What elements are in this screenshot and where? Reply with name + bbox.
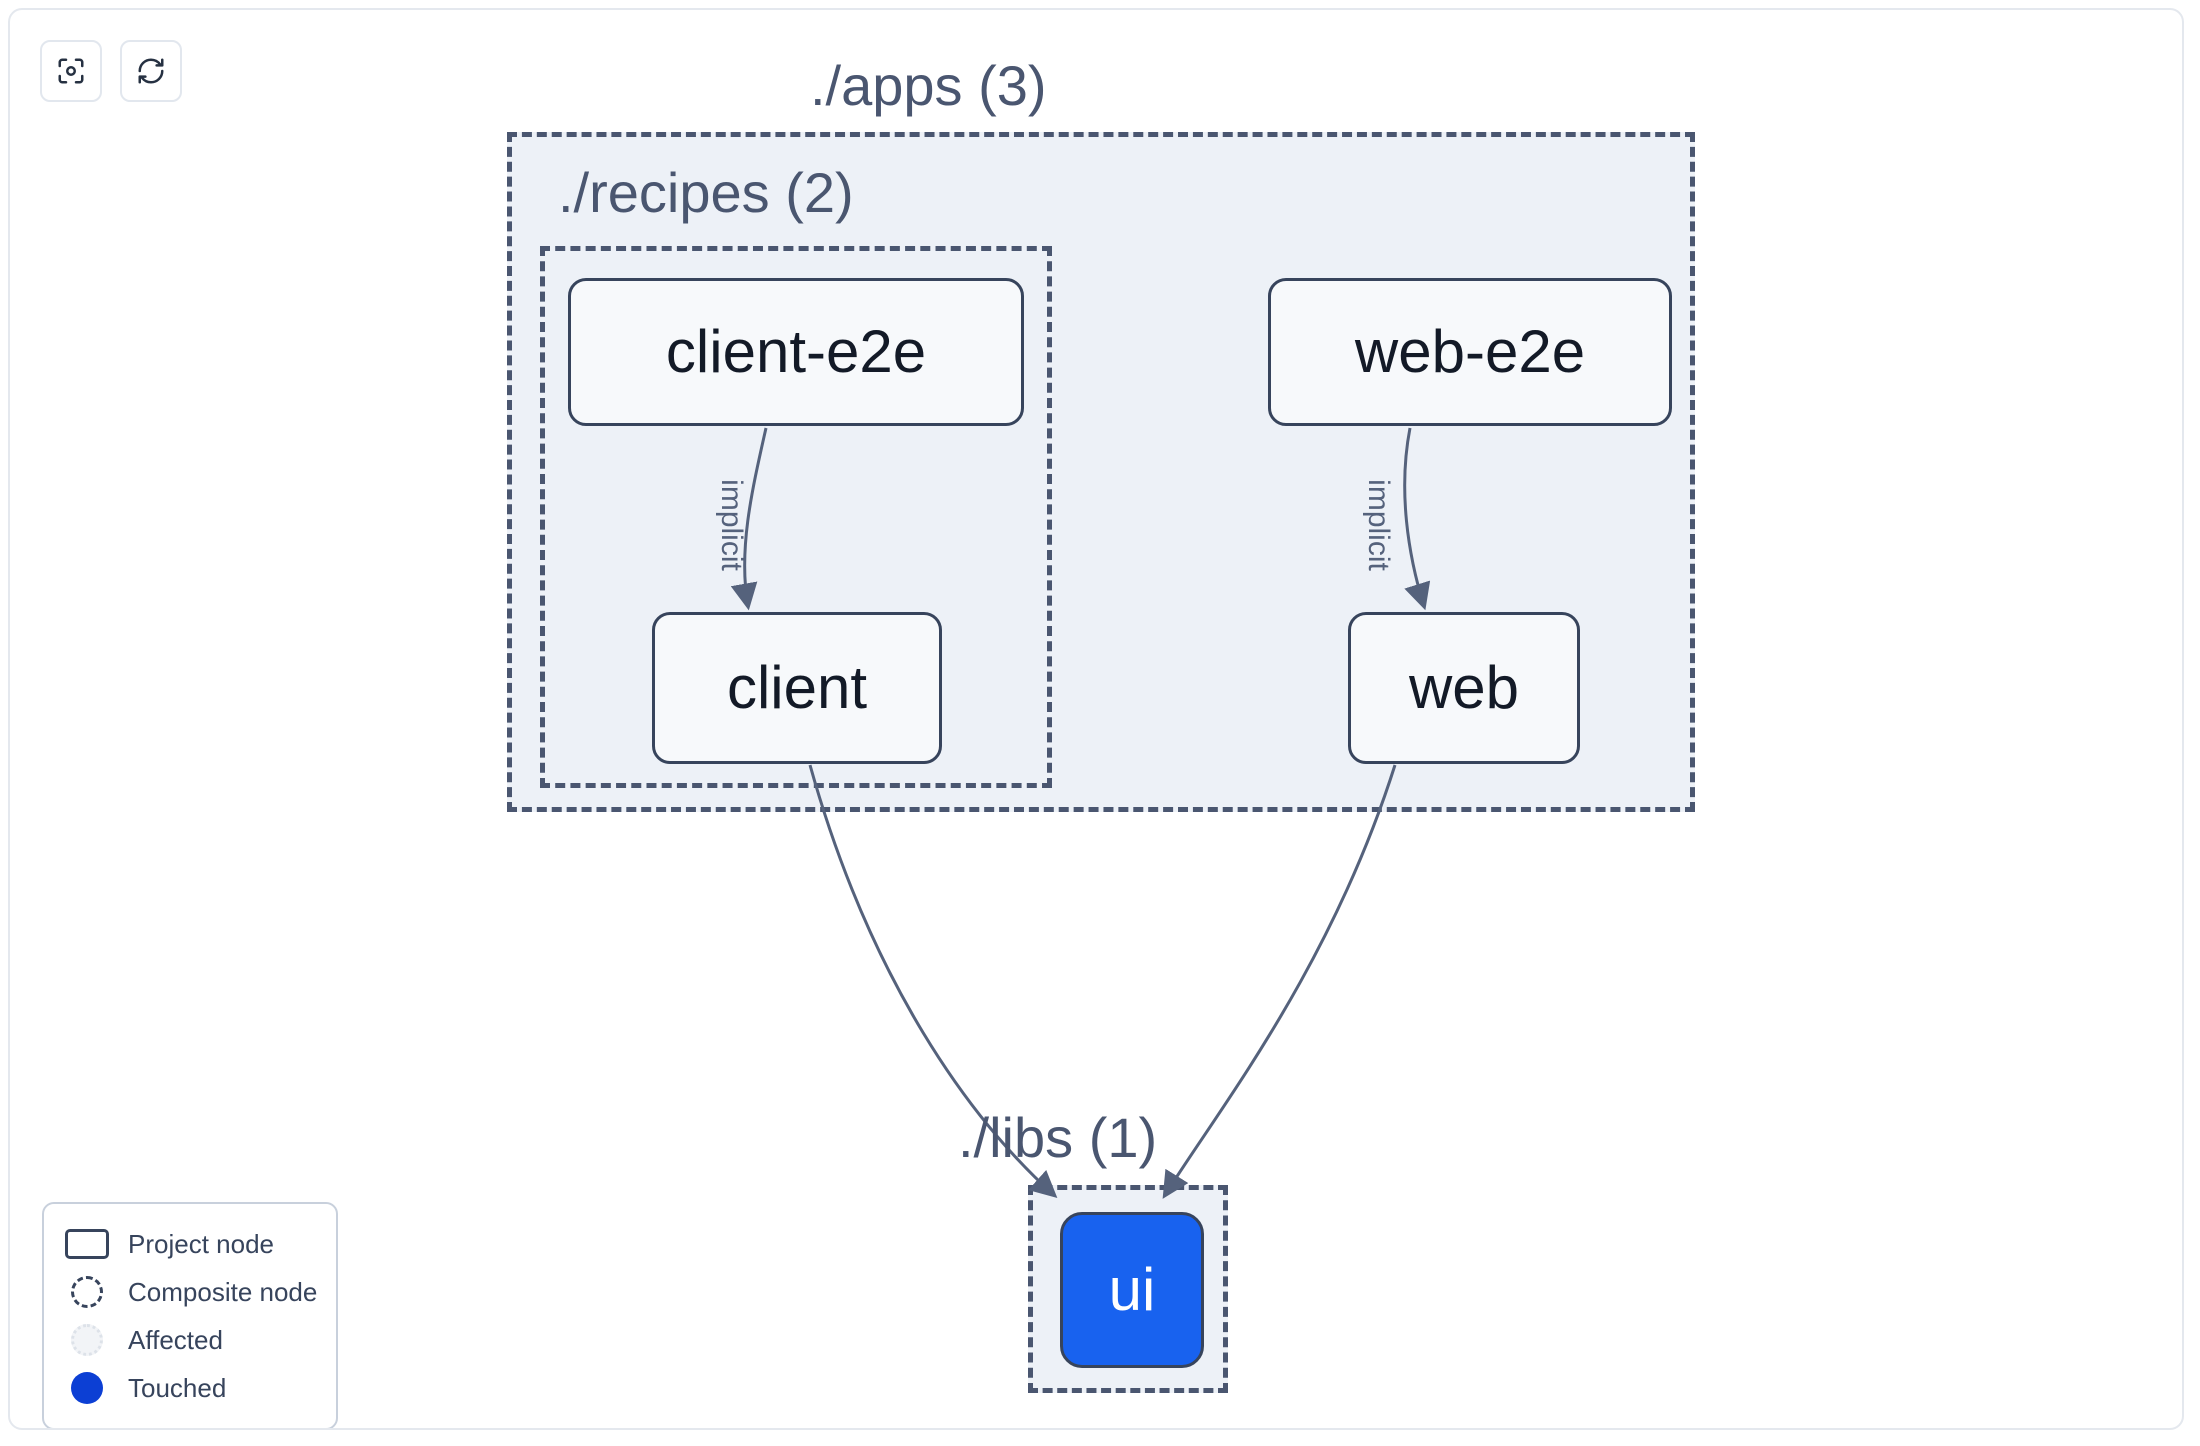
edge-web-to-ui (1162, 764, 1397, 1199)
edge-label-client-e2e-client: implicit (714, 479, 748, 571)
focus-graph-button[interactable] (40, 40, 102, 102)
graph-canvas[interactable]: ./apps (3) ./recipes (2) ./libs (1) clie… (8, 8, 2184, 1430)
legend-label-composite-node: Composite node (128, 1277, 318, 1307)
edge-label-web-e2e-web: implicit (1361, 479, 1395, 571)
project-node-client[interactable]: client (652, 612, 942, 764)
group-label-recipes: ./recipes (2) (558, 161, 854, 224)
focus-target-icon (56, 56, 86, 86)
touched-glyph (64, 1371, 110, 1405)
legend-label-touched: Touched (128, 1373, 227, 1403)
legend-label-affected: Affected (128, 1325, 223, 1355)
project-node-client-e2e[interactable]: client-e2e (568, 278, 1024, 426)
project-node-web-e2e[interactable]: web-e2e (1268, 278, 1672, 426)
project-node-ui[interactable]: ui (1060, 1212, 1204, 1368)
affected-glyph (64, 1323, 110, 1357)
group-label-libs: ./libs (1) (958, 1106, 1158, 1169)
composite-node-glyph (64, 1275, 110, 1309)
legend-item-composite-node: Composite node (64, 1268, 318, 1316)
graph-legend: Project node Composite node Affected Tou… (42, 1202, 338, 1428)
project-node-web[interactable]: web (1348, 612, 1580, 764)
graph-toolbar (40, 40, 182, 102)
legend-item-affected: Affected (64, 1316, 316, 1364)
legend-label-project-node: Project node (128, 1229, 274, 1259)
legend-item-touched: Touched (64, 1364, 316, 1412)
project-node-glyph (64, 1227, 110, 1261)
group-label-apps: ./apps (3) (810, 54, 1047, 117)
refresh-graph-button[interactable] (120, 40, 182, 102)
refresh-sync-icon (136, 56, 166, 86)
legend-item-project-node: Project node (64, 1220, 316, 1268)
